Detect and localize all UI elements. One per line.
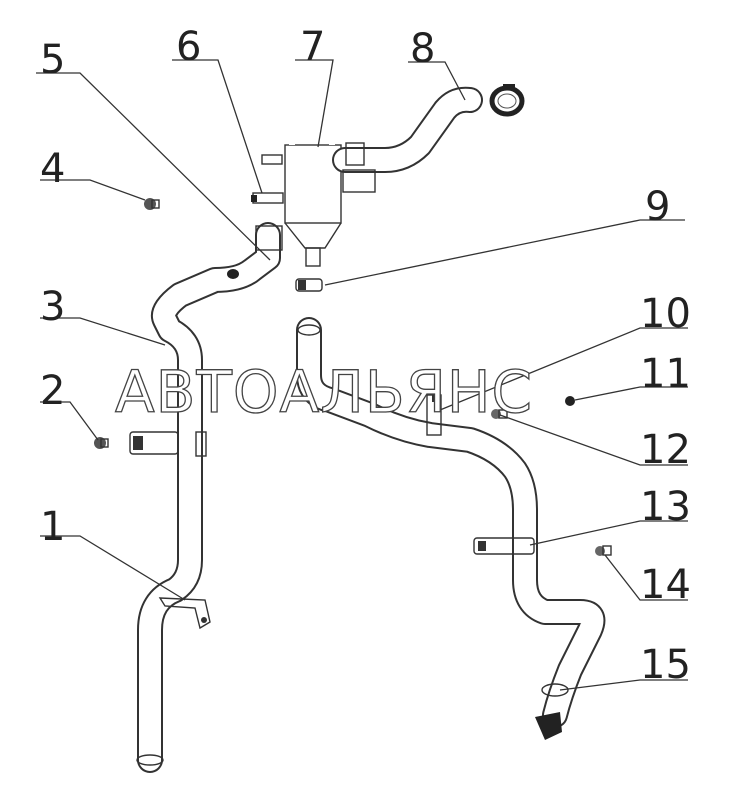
ring-clamp (489, 84, 525, 117)
fitting-9 (295, 278, 323, 292)
bracket-10 (426, 392, 442, 436)
callout-10: 10 (640, 291, 691, 337)
callout-13: 13 (640, 484, 691, 530)
callout-11: 11 (640, 351, 691, 397)
fitting-4 (144, 198, 160, 210)
callout-5: 5 (40, 37, 65, 83)
callout-15: 15 (640, 642, 691, 688)
callout-3: 3 (40, 284, 65, 330)
callout-4: 4 (40, 146, 65, 192)
callout-7: 7 (300, 24, 325, 70)
callout-9: 9 (645, 184, 670, 230)
fitting-12 (491, 409, 508, 419)
separator-housing (251, 106, 342, 267)
callout-labels: 1 2 3 4 5 6 7 8 9 10 11 12 13 14 15 (40, 24, 691, 688)
fitting-2 (94, 437, 109, 449)
fitting-14 (595, 545, 612, 556)
fitting-11 (565, 396, 575, 406)
upper-right-pipe (332, 86, 483, 193)
callout-6: 6 (176, 24, 201, 70)
callout-12: 12 (640, 427, 691, 473)
callout-14: 14 (640, 562, 691, 608)
callout-1: 1 (40, 504, 65, 550)
bracket-left-upper (129, 431, 207, 457)
callout-8: 8 (410, 26, 435, 72)
callout-2: 2 (40, 368, 65, 414)
left-intake-pipe (136, 222, 283, 773)
leader-lines (36, 59, 688, 691)
bracket-left-lower (158, 597, 211, 630)
right-lower-pipe (296, 317, 606, 740)
watermark-text: АВТОАЛЬЯНС (115, 358, 533, 426)
bracket-13 (473, 537, 535, 555)
